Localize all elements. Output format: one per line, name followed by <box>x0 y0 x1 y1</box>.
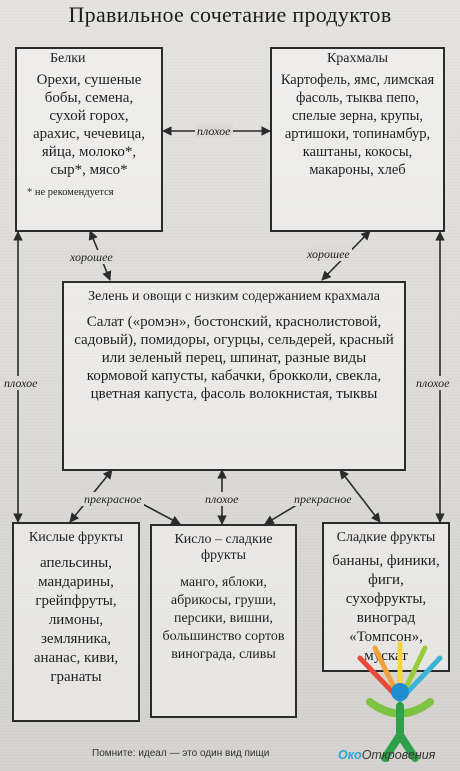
sub-acid-fruits-heading: Кисло – сладкие фрукты <box>174 532 273 563</box>
greens-heading: Зелень и овощи с низким содержанием крах… <box>88 289 380 304</box>
proteins-heading: Белки <box>50 51 86 66</box>
starches-list: Картофель, ямс, лимская фасоль, тыква пе… <box>280 72 435 178</box>
watermark-text-part1: Око <box>338 748 362 762</box>
starches-box: Крахмалы Картофель, ямс, лимская фасоль,… <box>270 47 445 232</box>
edge-label-starches-greens: хорошее <box>305 247 352 261</box>
edge-label-starches-sweet: плохое <box>414 376 452 390</box>
edge-label-proteins-starches: плохое <box>195 124 233 138</box>
greens-box: Зелень и овощи с низким содержанием крах… <box>62 281 406 471</box>
watermark-text-part2: Откровения <box>361 748 436 762</box>
watermark-text: ОкоОткровения <box>338 748 435 762</box>
sweet-fruits-list: бананы, финики, фиги, сухофрукты, виногр… <box>332 553 440 664</box>
edge-label-greens-sweet: прекрасное <box>292 492 354 506</box>
acid-fruits-box: Кислые фрукты апельсины, мандарины, грей… <box>12 522 140 722</box>
proteins-footnote: * не рекомендуется <box>27 187 114 198</box>
footer-note: Помните: идеал — это один вид пищи <box>92 748 270 759</box>
acid-fruits-heading: Кислые фрукты <box>28 530 124 545</box>
sweet-fruits-heading: Сладкие фрукты <box>336 530 436 545</box>
edge-label-proteins-greens: хорошее <box>68 250 115 264</box>
acid-fruits-list: апельсины, мандарины, грейпфруты, лимоны… <box>33 555 119 685</box>
edge-label-greens-sub-acid: плохое <box>203 492 241 506</box>
sub-acid-fruits-list: манго, яблоки, абрикосы, груши, персики,… <box>162 575 285 662</box>
edge-label-greens-acid: прекрасное <box>82 492 144 506</box>
edge-label-proteins-acid: плохое <box>2 376 40 390</box>
sub-acid-fruits-box: Кисло – сладкие фрукты манго, яблоки, аб… <box>150 524 297 718</box>
proteins-list: Орехи, сушеные бобы, семена, сухой горох… <box>32 72 146 178</box>
page-title: Правильное сочетание продуктов <box>68 2 392 27</box>
watermark-logo-icon <box>357 641 443 762</box>
proteins-box: Белки Орехи, сушеные бобы, семена, сухой… <box>15 47 163 232</box>
greens-list: Салат («ромэн», бостонский, краснолистов… <box>74 314 394 402</box>
starches-heading: Крахмалы <box>326 51 389 66</box>
